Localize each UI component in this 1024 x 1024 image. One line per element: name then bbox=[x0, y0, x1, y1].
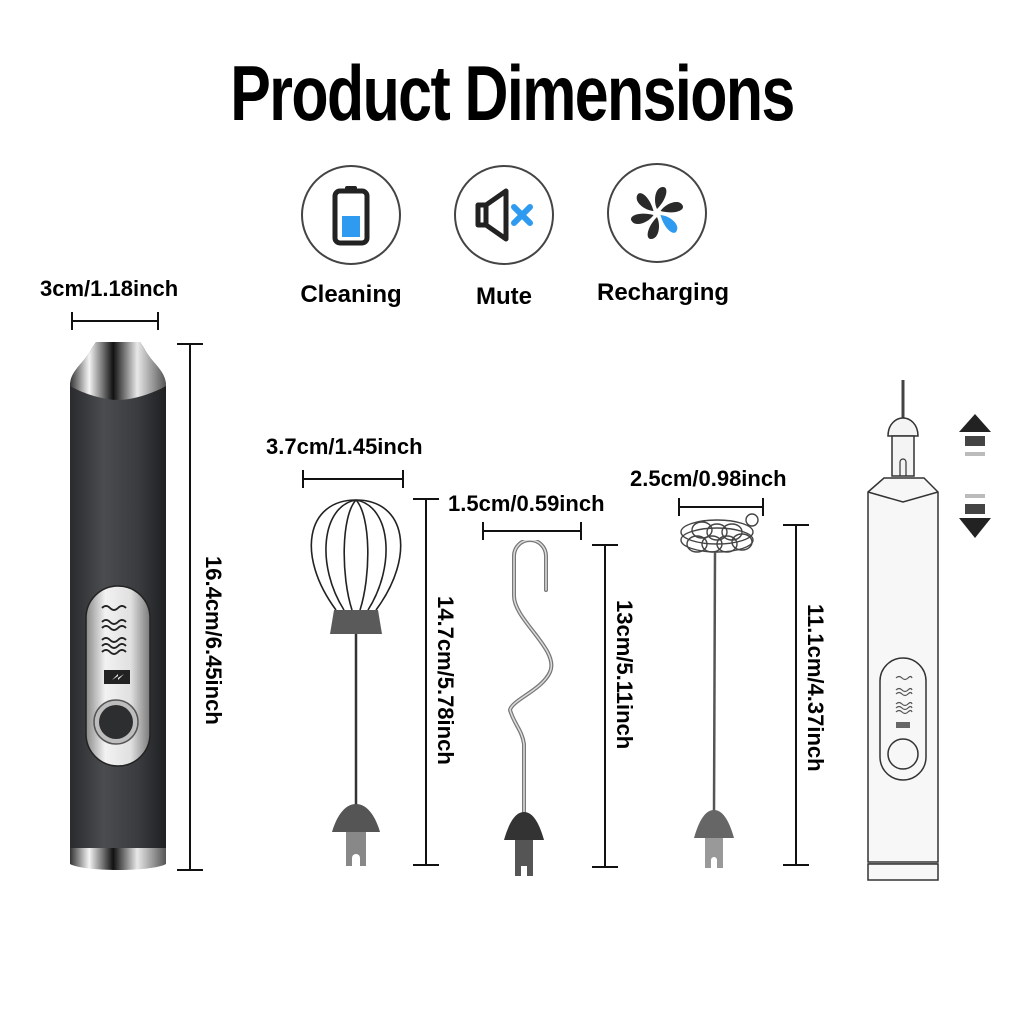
balloon-whisk-width-bar bbox=[302, 470, 404, 488]
feature-label: Mute bbox=[476, 283, 532, 310]
battery-icon bbox=[332, 186, 370, 246]
dough-hook-height-bar bbox=[592, 544, 618, 868]
frother-height-label: 11.1cm/4.37inch bbox=[803, 604, 828, 772]
balloon-whisk-height-label: 14.7cm/5.78inch bbox=[433, 596, 458, 765]
insert-remove-arrows-icon bbox=[959, 414, 991, 538]
feature-label: Recharging bbox=[597, 279, 730, 306]
feature-circle bbox=[301, 165, 401, 265]
dough-hook bbox=[504, 540, 554, 876]
handle-height-bar bbox=[177, 343, 203, 871]
frother-handle bbox=[70, 342, 166, 870]
feature-circle bbox=[607, 163, 707, 263]
feature-mute: Mute bbox=[444, 165, 564, 311]
frother-height-bar bbox=[783, 524, 809, 866]
balloon-whisk bbox=[310, 499, 402, 866]
feature-label: Cleaning bbox=[300, 281, 402, 308]
balloon-whisk-height-bar bbox=[413, 498, 439, 866]
frother-width-bar bbox=[678, 498, 764, 516]
handle-width-bar bbox=[71, 312, 159, 330]
handle-outline-illustration bbox=[867, 380, 939, 881]
balloon-whisk-width-label: 3.7cm/1.45inch bbox=[266, 434, 423, 459]
handle-height-label: 16.4cm/6.45inch bbox=[201, 556, 226, 725]
page-title: Product Dimensions bbox=[230, 49, 795, 137]
feature-circle bbox=[454, 165, 554, 265]
coil-frother bbox=[680, 513, 759, 868]
frother-width-label: 2.5cm/0.98inch bbox=[630, 466, 787, 491]
dough-hook-width-label: 1.5cm/0.59inch bbox=[448, 491, 605, 516]
dough-hook-height-label: 13cm/5.11inch bbox=[612, 600, 637, 750]
speaker-mute-icon bbox=[475, 188, 533, 242]
feature-recharging: Recharging bbox=[597, 163, 730, 307]
dough-hook-width-bar bbox=[482, 522, 582, 540]
handle-width-label: 3cm/1.18inch bbox=[40, 276, 179, 301]
feature-cleaning: Cleaning bbox=[291, 165, 411, 309]
pinwheel-icon bbox=[631, 187, 683, 239]
